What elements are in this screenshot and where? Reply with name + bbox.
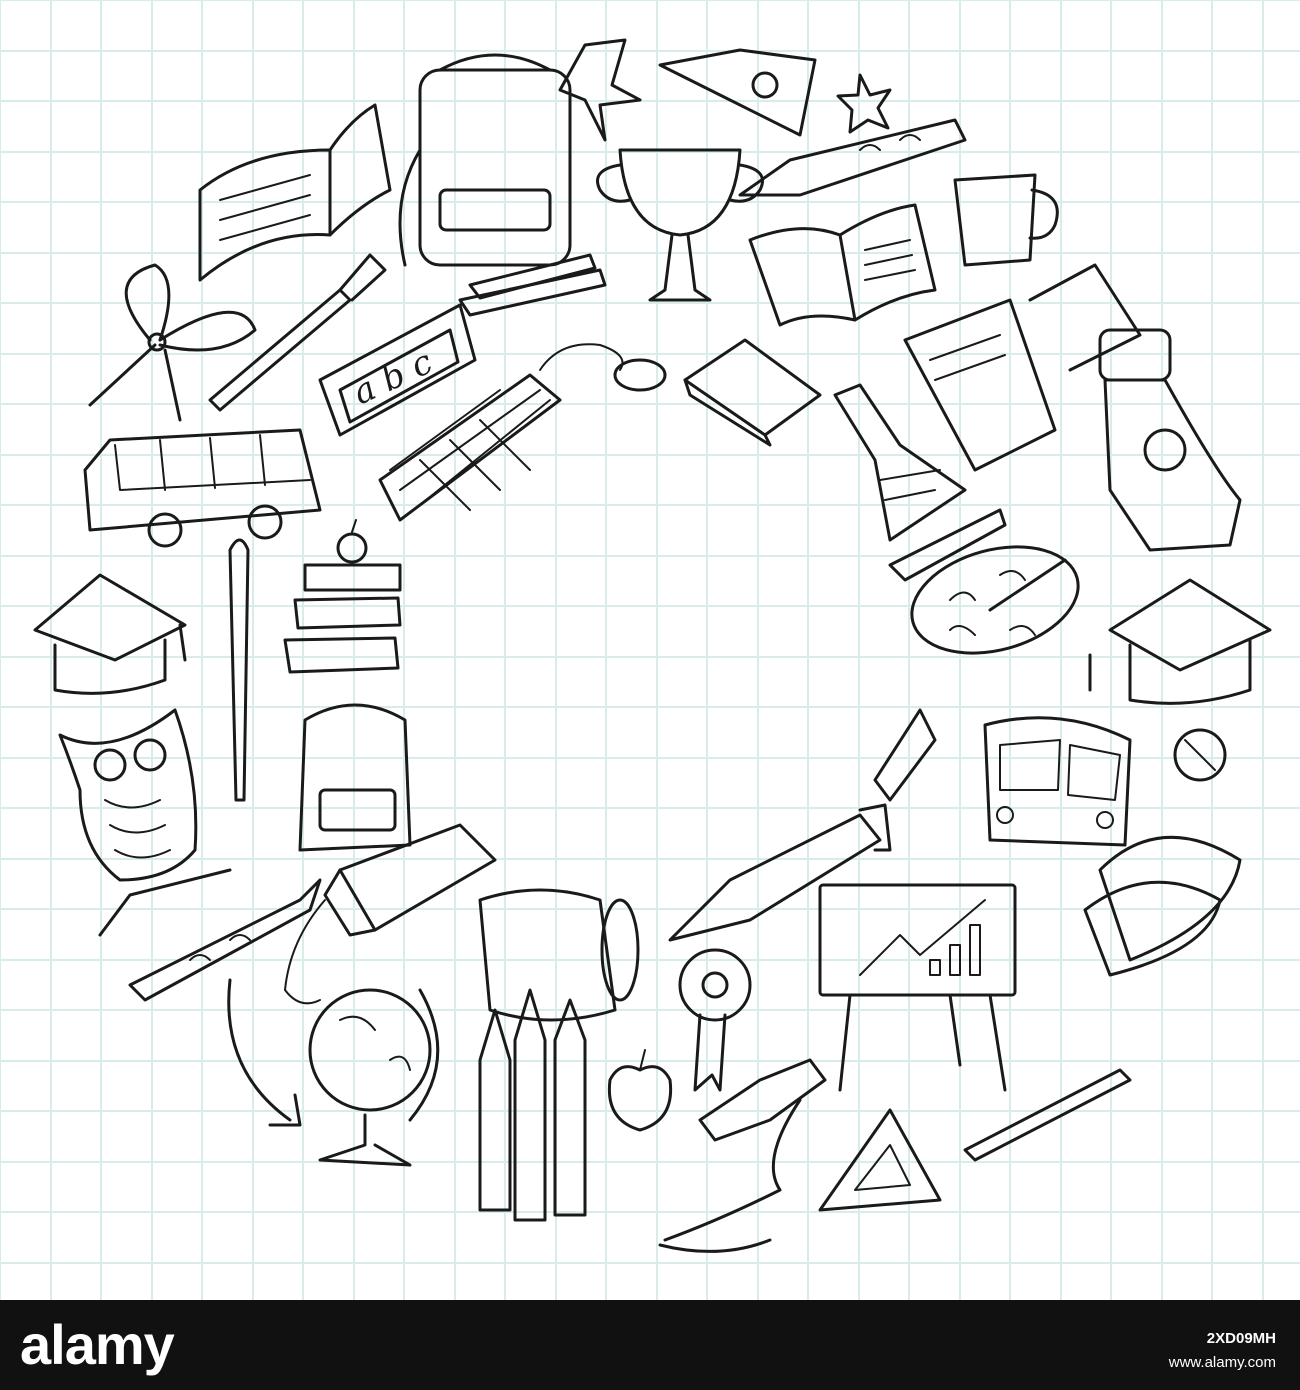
star-icon	[836, 73, 892, 134]
open-book-icon	[198, 103, 392, 282]
open-book-right-icon	[748, 203, 937, 327]
apple-icon	[607, 1049, 673, 1132]
award-ribbon-icon	[678, 948, 752, 1092]
paint-brush-icon	[208, 253, 387, 412]
pens-icon	[458, 253, 607, 317]
glue-stick-icon	[658, 48, 817, 137]
watermark-footer: alamy 2XD09MH www.alamy.com	[0, 1300, 1300, 1390]
small-backpack-icon	[298, 703, 412, 852]
bus-right-icon	[983, 716, 1132, 847]
trophy-icon	[596, 148, 764, 302]
curved-arrow-icon	[227, 978, 302, 1127]
globe-icon	[308, 988, 440, 1167]
paint-tube-icon	[284, 823, 497, 1005]
eraser-icon	[888, 508, 1007, 582]
watermark-logo: alamy	[20, 1313, 175, 1376]
bottle-icon	[1098, 328, 1242, 552]
crayons-icon	[478, 988, 587, 1222]
vertical-brush-icon	[228, 538, 250, 802]
triangle-ruler-icon	[818, 1108, 942, 1212]
large-pencil-icon	[668, 708, 937, 942]
pen-icon	[963, 1068, 1132, 1162]
paint-palette-icon	[910, 545, 1080, 655]
books-stack-icon	[283, 519, 402, 674]
backpack-icon	[398, 53, 572, 267]
closed-book-icon	[683, 338, 822, 447]
watermark-url: www.alamy.com	[1168, 1354, 1276, 1371]
crayon-icon	[128, 878, 322, 1002]
abc-text: a b c	[347, 342, 439, 413]
owl-icon	[58, 708, 232, 937]
ball-icon	[1173, 728, 1227, 782]
graph-paper-grid	[0, 0, 1300, 1300]
computer-icon: a b c	[318, 303, 667, 522]
bus-icon	[83, 428, 322, 548]
flask-icon	[833, 383, 967, 542]
microscope-icon	[658, 1058, 827, 1253]
doodle-svg: a b c	[0, 0, 1300, 1300]
graduation-cap-right-icon	[1088, 578, 1272, 705]
ribbon-bow-icon	[88, 263, 257, 422]
cup-icon	[953, 173, 1059, 267]
graduation-cap-icon	[33, 573, 187, 695]
sneakers-icon	[1083, 835, 1242, 977]
watermark-image-id: 2XD09MH	[1206, 1330, 1276, 1347]
notes-paper-icon	[903, 263, 1142, 472]
doodle-illustration: a b c	[0, 0, 1300, 1300]
chart-board-icon	[818, 883, 1017, 1092]
push-pin-icon	[558, 38, 642, 142]
pencil-icon	[738, 118, 967, 197]
